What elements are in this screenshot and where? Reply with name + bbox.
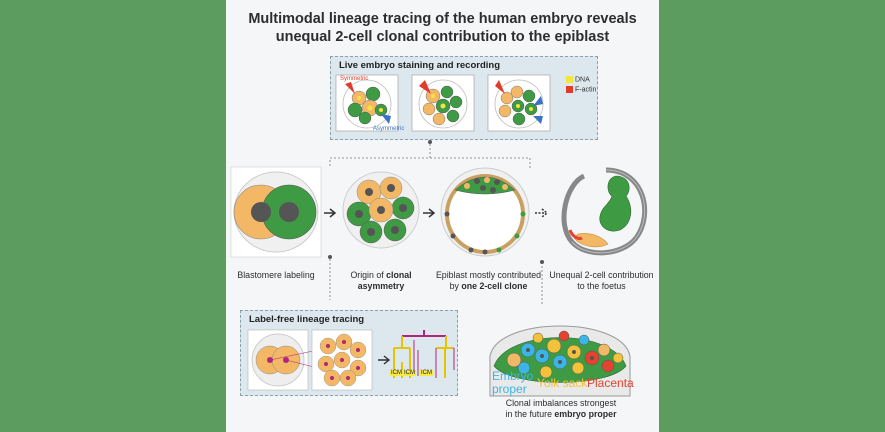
placenta-label: Placenta bbox=[587, 376, 634, 390]
yolk-sack-label: Yolk sack bbox=[537, 376, 588, 390]
legend-factin: F-actin bbox=[566, 86, 596, 93]
blastocyst bbox=[440, 167, 530, 257]
symmetric-label: Symmetric bbox=[340, 76, 369, 82]
icm-label-3: ICM bbox=[420, 370, 433, 376]
legend-dna: DNA bbox=[566, 76, 590, 83]
arrow-2 bbox=[423, 208, 436, 218]
factin-swatch bbox=[566, 86, 573, 93]
live-staining-title: Live embryo staining and recording bbox=[339, 60, 501, 71]
foetus bbox=[561, 167, 648, 256]
icm-label-2: ICM bbox=[403, 370, 416, 376]
morula-embryo bbox=[342, 171, 420, 249]
arrow-1 bbox=[324, 208, 337, 218]
two-cell-embryo bbox=[230, 166, 322, 258]
live-staining-frames bbox=[335, 74, 551, 132]
label-free-diagram bbox=[247, 329, 455, 391]
dna-swatch bbox=[566, 76, 573, 83]
title-line-1: Multimodal lineage tracing of the human … bbox=[248, 11, 637, 27]
arrow-3 bbox=[535, 208, 549, 218]
label-free-title: Label-free lineage tracing bbox=[249, 314, 365, 325]
title-line-2: unequal 2-cell clonal contribution to th… bbox=[275, 29, 610, 45]
icm-label-1: ICM bbox=[390, 370, 403, 376]
caption-blastomere: Blastomere labeling bbox=[237, 270, 315, 280]
clonal-imbalance-illustration bbox=[489, 325, 631, 397]
connectors bbox=[328, 140, 544, 305]
asymmetric-label: Asymmetric bbox=[373, 126, 405, 132]
figure-panel: Multimodal lineage tracing of the human … bbox=[226, 0, 659, 432]
